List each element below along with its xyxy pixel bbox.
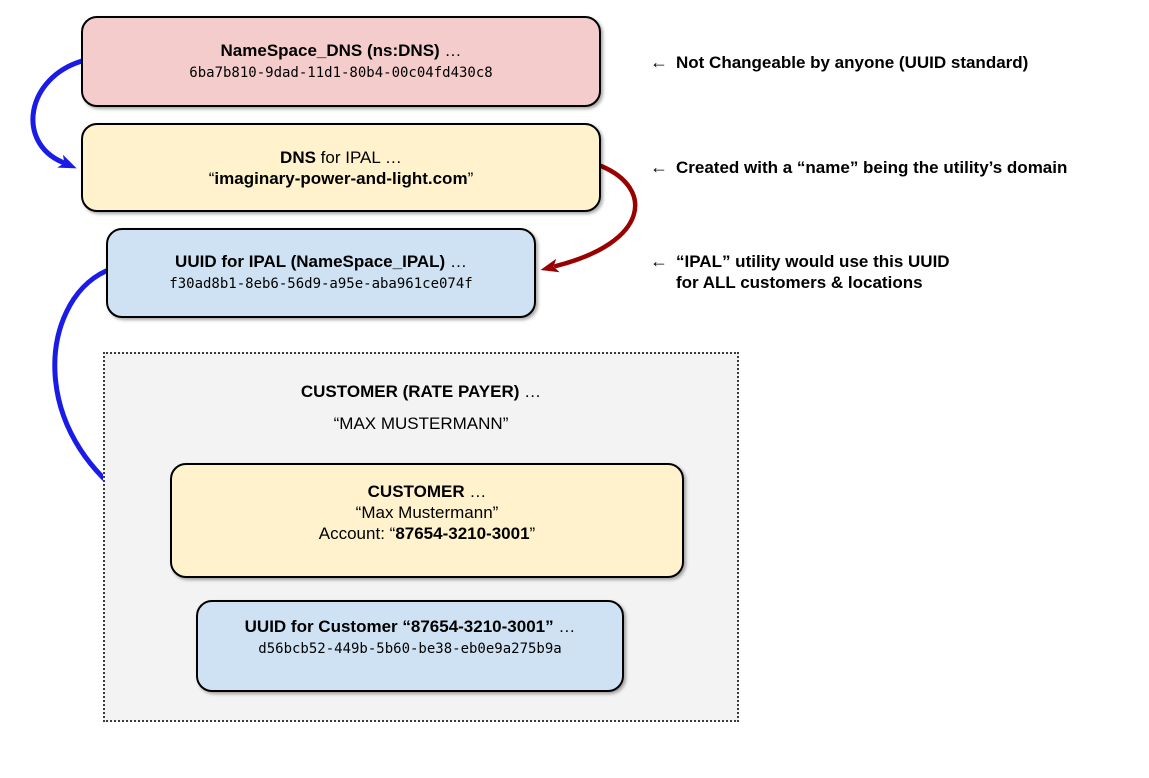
node-dns-for-ipal-title-rest: for IPAL … [315,147,402,167]
node-dns-for-ipal-title-bold: DNS [280,147,316,167]
node-uuid-for-customer-title-rest: … [553,617,576,636]
annotation-ipal-uuid-line2: for ALL customers & locations [676,273,923,292]
customer-group-subtitle: “MAX MUSTERMANN” [333,414,509,433]
node-dns-for-ipal-domain-openquote: “ [208,168,215,188]
node-customer-title-bold: CUSTOMER [367,482,465,501]
node-uuid-for-customer: UUID for Customer “87654-3210-3001” … d5… [196,600,624,692]
left-arrow-icon: ← [650,52,668,72]
node-namespace-dns: NameSpace_DNS (ns:DNS) … 6ba7b810-9dad-1… [81,16,601,107]
annotation-ipal-uuid-line1: “IPAL” utility would use this UUID [676,252,950,271]
annotation-uuid-standard-text: Not Changeable by anyone (UUID standard) [676,53,1029,72]
node-uuid-for-customer-uuid: d56bcb52-449b-5b60-be38-eb0e9a275b9a [258,641,562,657]
node-dns-for-ipal: DNS for IPAL … “imaginary-power-and-ligh… [81,123,601,212]
left-arrow-icon: ← [650,251,668,271]
node-namespace-dns-title-rest: … [439,40,462,60]
node-namespace-dns-uuid: 6ba7b810-9dad-11d1-80b4-00c04fd430c8 [189,64,493,81]
customer-group-title: CUSTOMER (RATE PAYER) … [105,382,737,402]
node-namespace-dns-title: NameSpace_DNS (ns:DNS) … [221,40,462,61]
node-customer-account-label: Account: “ [318,524,396,543]
node-customer-name: “Max Mustermann” [355,503,499,522]
node-dns-for-ipal-title: DNS for IPAL … [280,147,402,168]
node-uuid-for-customer-title: UUID for Customer “87654-3210-3001” … [245,616,576,637]
node-customer-title-rest: … [464,482,487,501]
node-uuid-for-ipal-title-bold: UUID for IPAL (NameSpace_IPAL) [175,252,446,271]
annotation-utility-domain-text: Created with a “name” being the utility’… [676,158,1068,177]
node-customer-account-closequote: ” [529,524,536,543]
node-customer-account-number: 87654-3210-3001 [395,524,530,543]
node-dns-for-ipal-domain: “imaginary-power-and-light.com” [209,168,473,189]
customer-group-title-bold: CUSTOMER (RATE PAYER) [300,382,520,401]
node-dns-for-ipal-domain-closequote: ” [467,168,474,188]
node-customer: CUSTOMER … “Max Mustermann” Account: “87… [170,463,684,578]
node-dns-for-ipal-domain-bold: imaginary-power-and-light.com [214,168,468,188]
annotation-ipal-uuid-text: “IPAL” utility would use this UUID for AL… [676,251,950,293]
node-uuid-for-ipal: UUID for IPAL (NameSpace_IPAL) … f30ad8b… [106,228,536,318]
customer-group-title-rest: … [519,382,542,401]
node-customer-account: Account: “87654-3210-3001” [319,523,535,544]
node-uuid-for-customer-title-bold: UUID for Customer “87654-3210-3001” [244,617,554,636]
arrow-nsdns-to-dns [30,58,85,169]
node-uuid-for-ipal-title: UUID for IPAL (NameSpace_IPAL) … [175,251,467,272]
node-namespace-dns-title-bold: NameSpace_DNS (ns:DNS) [220,40,440,60]
node-customer-title: CUSTOMER … [368,481,487,502]
annotation-uuid-standard: ← Not Changeable by anyone (UUID standar… [650,52,1028,73]
annotation-ipal-uuid: ← “IPAL” utility would use this UUID for … [650,251,950,293]
node-uuid-for-ipal-title-rest: … [445,252,467,271]
node-uuid-for-ipal-uuid: f30ad8b1-8eb6-56d9-a95e-aba961ce074f [169,276,473,292]
annotation-utility-domain: ← Created with a “name” being the utilit… [650,157,1067,178]
left-arrow-icon: ← [650,157,668,177]
